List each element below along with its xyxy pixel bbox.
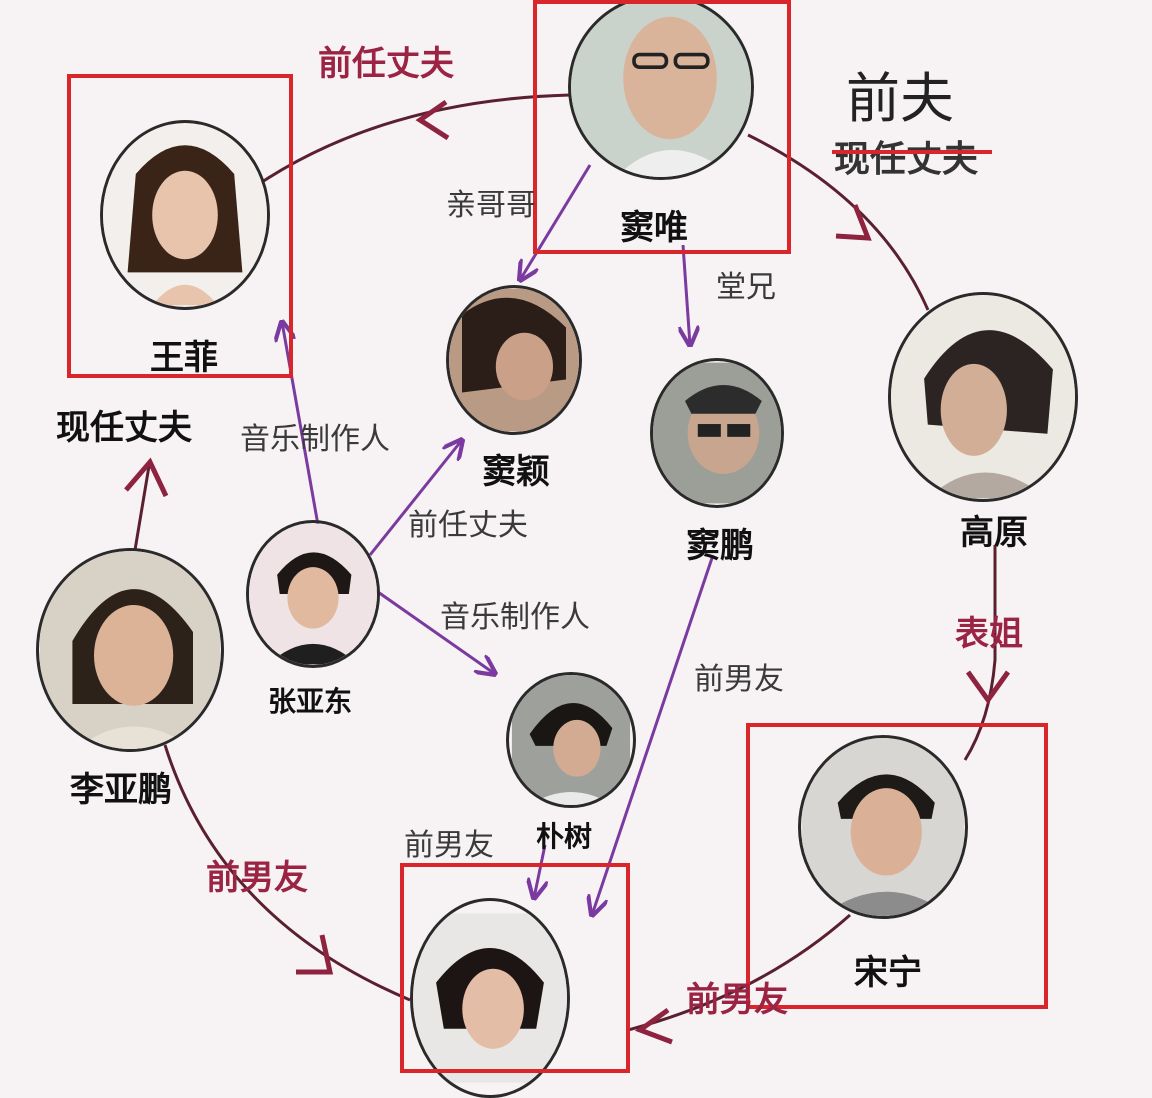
dou-wei-portrait bbox=[568, 0, 754, 180]
name-dou-peng: 窦鹏 bbox=[686, 526, 754, 566]
person-photo-icon bbox=[413, 913, 567, 1083]
highlight-box-bottom bbox=[400, 863, 630, 1073]
connector-lines bbox=[124, 93, 1011, 1045]
label-former-husband-top: 前任丈夫 bbox=[318, 44, 454, 84]
person-photo-icon bbox=[511, 675, 631, 805]
gao-yuan-portrait bbox=[888, 292, 1078, 502]
name-dou-wei: 窦唯 bbox=[620, 208, 688, 248]
arrow-own-brother bbox=[520, 164, 592, 280]
person-photo-icon bbox=[653, 362, 781, 504]
arrow-producer-pu-shu bbox=[367, 583, 495, 674]
bottom-woman-portrait bbox=[410, 898, 570, 1098]
label-ex-husband: 前夫 bbox=[846, 67, 954, 130]
label-ex-boyfriend-pushu: 前男友 bbox=[404, 828, 494, 863]
name-pu-shu: 朴树 bbox=[536, 820, 593, 853]
label-former-husband-mid: 前任丈夫 bbox=[408, 508, 528, 543]
zhang-yadong-portrait bbox=[246, 520, 380, 668]
highlight-box-wang-fei bbox=[67, 74, 293, 378]
outer-ring-top-left bbox=[249, 93, 571, 192]
strikethrough-line bbox=[832, 150, 992, 154]
arrow-producer-wang-fei bbox=[282, 322, 320, 526]
label-ex-boyfriend-purple: 前男友 bbox=[694, 662, 784, 697]
arrow-dou-peng-ex-boyfriend bbox=[592, 557, 714, 915]
arrow-former-husband-dou-ying bbox=[368, 440, 462, 556]
label-own-brother: 亲哥哥 bbox=[446, 188, 536, 223]
label-cousin-sister: 表姐 bbox=[955, 614, 1023, 654]
label-ex-boyfriend-bottom: 前男友 bbox=[686, 980, 788, 1020]
person-photo-icon bbox=[891, 295, 1075, 499]
arrow-pu-shu-ex-boyfriend bbox=[534, 844, 545, 898]
name-song-ning: 宋宁 bbox=[854, 953, 922, 993]
person-photo-icon bbox=[249, 523, 377, 665]
li-yapeng-portrait bbox=[36, 548, 224, 752]
name-gao-yuan: 高原 bbox=[960, 513, 1028, 553]
person-photo-icon bbox=[802, 738, 964, 916]
highlight-box-dou-wei bbox=[533, 0, 791, 254]
arrow-ring-right bbox=[835, 204, 872, 241]
person-photo-icon bbox=[40, 551, 220, 749]
dou-peng-portrait bbox=[650, 358, 784, 508]
name-li-yapeng: 李亚鹏 bbox=[70, 770, 172, 810]
arrow-ex-boyfriend-left bbox=[296, 934, 334, 975]
label-ex-boyfriend-left: 前男友 bbox=[206, 858, 308, 898]
person-photo-icon bbox=[571, 0, 751, 177]
label-current-husband-struck: 现任丈夫 bbox=[834, 139, 979, 180]
arrow-ring-top bbox=[415, 99, 450, 141]
label-music-producer-1: 音乐制作人 bbox=[240, 422, 390, 457]
li-yapeng-to-bottom-line bbox=[163, 744, 411, 1002]
gao-yuan-to-song-ning-line bbox=[963, 545, 997, 761]
person-photo-icon bbox=[103, 124, 267, 306]
arrow-current-husband bbox=[124, 457, 169, 498]
wang-fei-portrait bbox=[100, 120, 270, 310]
name-wang-fei: 王菲 bbox=[150, 338, 218, 378]
label-music-producer-2: 音乐制作人 bbox=[440, 600, 590, 635]
dou-ying-portrait bbox=[446, 285, 582, 435]
highlight-box-song-ning bbox=[746, 723, 1048, 1009]
song-ning-portrait bbox=[798, 735, 968, 919]
name-zhang-yadong: 张亚东 bbox=[268, 685, 353, 718]
arrow-cousin-brother bbox=[683, 244, 690, 345]
arrow-ex-boyfriend-bottom bbox=[634, 1007, 673, 1045]
person-photo-icon bbox=[449, 288, 579, 432]
arrow-cousin-sister bbox=[965, 670, 1011, 705]
li-yapeng-to-wang-fei-line bbox=[133, 459, 152, 551]
pu-shu-portrait bbox=[506, 672, 636, 808]
relationship-diagram: 窦唯 王菲 窦颖 窦鹏 高原 张亚东 李亚鹏 朴树 宋宁 前任丈夫 前夫 现任丈… bbox=[36, 0, 1078, 1098]
label-cousin-brother: 堂兄 bbox=[716, 270, 776, 305]
name-dou-ying: 窦颖 bbox=[482, 452, 550, 492]
label-current-husband: 现任丈夫 bbox=[56, 408, 192, 448]
